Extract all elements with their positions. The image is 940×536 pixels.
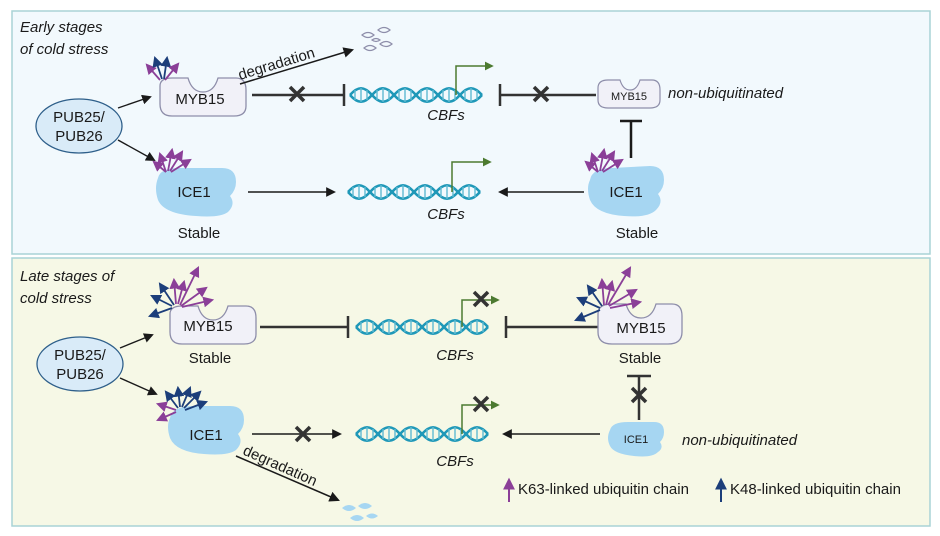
late-block-x-vertical: [630, 386, 648, 404]
late-pub-ellipse: [36, 336, 124, 392]
early-stable-right-label: Stable: [616, 225, 659, 242]
late-degradation-arrow: [235, 455, 340, 502]
late-cbfs-label-top: CBFs: [436, 347, 474, 364]
early-cbfs-label-bottom: CBFs: [427, 206, 465, 223]
early-non-ubiquitinated-label: non-ubiquitinated: [668, 85, 784, 102]
late-myb15-right-shape: [597, 303, 683, 345]
early-ice1-ubiquitin-chains: [152, 147, 192, 173]
late-ice1-ubiquitin-chains: [155, 385, 209, 422]
late-title-line1: Late stages of: [20, 268, 116, 285]
early-transcription-arrow-top: [455, 61, 494, 95]
late-degraded-fragments: [342, 503, 378, 521]
early-pub-to-myb-arrow: [117, 94, 152, 109]
legend-k63-label: K63-linked ubiquitin chain: [518, 481, 689, 498]
early-myb15-right-shape: [597, 79, 661, 109]
early-pub-ellipse: [35, 98, 123, 154]
early-myb15-shape: [159, 77, 247, 117]
early-block-x-left: [288, 85, 306, 103]
early-pub-line2: PUB26: [55, 128, 103, 145]
early-degradation-arrow: [239, 47, 355, 85]
late-non-ubiquitinated-label: non-ubiquitinated: [682, 432, 798, 449]
late-myb15-right-ubiquitin-chains: [574, 266, 643, 322]
late-myb15-right-label: MYB15: [616, 320, 665, 337]
early-transcription-arrow-bottom: [451, 157, 492, 192]
early-myb15-ubiquitin-chains: [145, 55, 180, 81]
late-myb15-ubiquitin-chains: [147, 266, 215, 319]
late-transcription-block-x-top: [472, 290, 490, 308]
early-panel: Early stages of cold stress PUB25/ PUB26…: [11, 10, 931, 255]
early-cbfs-label-top: CBFs: [427, 107, 465, 124]
late-title-line2: cold stress: [20, 290, 92, 307]
early-ice1-right-shape: [588, 166, 664, 217]
late-transcription-arrow-top: [461, 295, 500, 327]
early-title-line1: Early stages: [20, 19, 103, 36]
late-myb15-label: MYB15: [183, 318, 232, 335]
early-pub-to-ice-arrow: [117, 139, 156, 161]
late-pub-line1: PUB25/: [54, 347, 107, 364]
late-transcription-block-x-bottom: [472, 395, 490, 413]
late-block-x-ice1: [294, 425, 312, 443]
late-cbfs-label-bottom: CBFs: [436, 453, 474, 470]
legend: K63-linked ubiquitin chain K48-linked ub…: [503, 477, 901, 502]
early-degraded-fragments: [361, 26, 393, 52]
early-pub-line1: PUB25/: [53, 109, 106, 126]
early-block-x-right: [532, 85, 550, 103]
late-pub-to-ice-arrow: [119, 377, 158, 396]
late-ice1-right-label: ICE1: [624, 434, 648, 446]
late-myb15-shape: [169, 305, 257, 345]
late-stable-right-label: Stable: [619, 350, 662, 367]
late-transcription-arrow-bottom: [461, 400, 500, 434]
early-stable-left-label: Stable: [178, 225, 221, 242]
late-ice1-label: ICE1: [189, 427, 222, 444]
early-title-line2: of cold stress: [20, 41, 109, 58]
late-pub-line2: PUB26: [56, 366, 104, 383]
legend-k48-label: K48-linked ubiquitin chain: [730, 481, 901, 498]
late-panel: Late stages of cold stress PUB25/ PUB26 …: [11, 257, 931, 527]
early-myb15-right-label: MYB15: [611, 91, 647, 103]
late-stable-left-label: Stable: [189, 350, 232, 367]
early-ice1-label: ICE1: [177, 184, 210, 201]
early-ice1-right-label: ICE1: [609, 184, 642, 201]
late-ice1-right-shape: [608, 422, 664, 457]
early-ice1-right-ubiquitin-chains: [584, 147, 624, 173]
early-ice1-shape: [156, 168, 236, 217]
early-myb15-label: MYB15: [175, 91, 224, 108]
late-pub-to-myb-arrow: [119, 333, 154, 349]
late-ice1-shape: [168, 406, 244, 455]
